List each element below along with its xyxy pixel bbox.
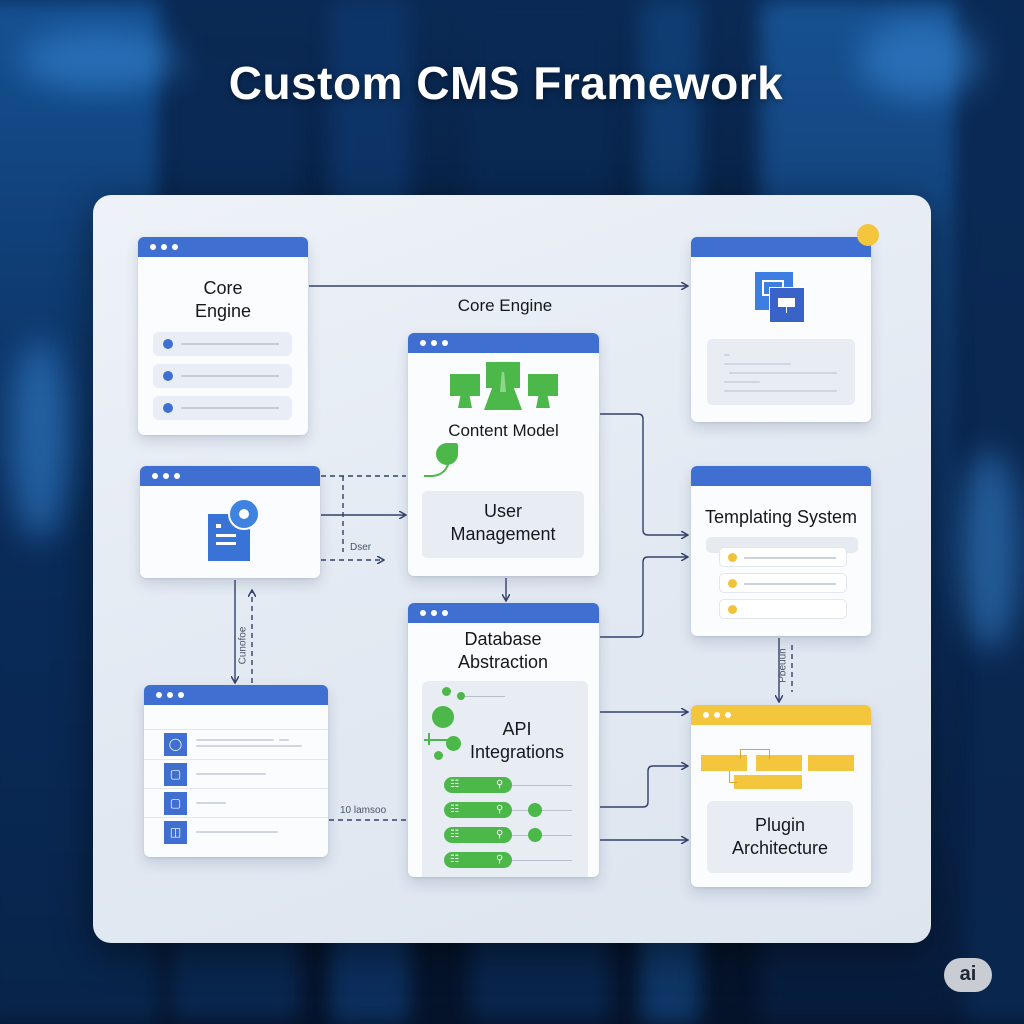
templating-system-card[interactable]: Templating System	[691, 466, 871, 636]
window-titlebar	[691, 466, 871, 486]
list-item[interactable]: ◫	[144, 817, 328, 847]
leaf-icon	[422, 443, 466, 479]
document-gear-icon	[208, 498, 260, 561]
overlapping-windows-icon	[755, 272, 807, 324]
templating-system-title: Templating System	[704, 507, 858, 527]
user-management-box[interactable]: User Management	[422, 491, 584, 558]
user-management-title: User Management	[450, 501, 556, 544]
database-abstraction-card[interactable]: Database Abstraction API Integrations ☷ ⚲…	[408, 603, 599, 877]
users-list-card[interactable]: ◯ ▢ ▢ ◫	[144, 685, 328, 857]
template-item	[719, 573, 847, 593]
network-icon: ☷	[450, 854, 459, 865]
edge-label: Dser	[350, 542, 372, 553]
window-titlebar	[408, 333, 599, 353]
database-abstraction-title: Database Abstraction	[457, 629, 549, 672]
bulb-icon: ⚲	[496, 804, 504, 815]
devices-icon: ◫	[164, 821, 187, 844]
content-model-title: Content Model	[448, 421, 559, 440]
network-icon: ☷	[450, 804, 459, 815]
api-integrations-box[interactable]: API Integrations ☷ ⚲ ☷ ⚲ ☷ ⚲ ☷ ⚲	[422, 681, 588, 877]
bullet-icon	[728, 605, 737, 614]
bullet-icon	[163, 339, 173, 349]
network-icon: ☷	[450, 829, 459, 840]
edge-label: 10 lamsoo	[340, 805, 387, 816]
plugin-architecture-card[interactable]: Plugin Architecture	[691, 705, 871, 887]
ai-watermark-badge: ai	[944, 958, 992, 992]
list-item	[153, 396, 292, 420]
window-titlebar	[691, 705, 871, 725]
list-item[interactable]: ▢	[144, 759, 328, 789]
plugin-architecture-box: Plugin Architecture	[707, 801, 853, 873]
notification-dot	[857, 224, 879, 246]
bullet-icon	[163, 371, 173, 381]
list-item[interactable]: ▢	[144, 788, 328, 818]
list-item	[153, 332, 292, 356]
api-integrations-title: API Integrations	[469, 719, 565, 762]
monitor-icon: ▢	[164, 792, 187, 815]
bullet-icon	[728, 553, 737, 562]
bulb-icon: ⚲	[496, 829, 504, 840]
content-model-card[interactable]: Content Model User Management	[408, 333, 599, 576]
edge-label: Pbeuun	[777, 648, 789, 683]
window-titlebar	[140, 466, 320, 486]
content-preview	[707, 339, 855, 405]
core-engine-title: Core Engine	[194, 278, 252, 321]
core-engine-label: Core Engine	[457, 296, 553, 315]
monitor-icon: ▢	[164, 763, 187, 786]
bulb-icon: ⚲	[496, 854, 504, 865]
core-engine-card[interactable]: Core Engine	[138, 237, 308, 435]
bullet-icon	[163, 403, 173, 413]
window-titlebar	[408, 603, 599, 623]
bulb-icon: ⚲	[496, 779, 504, 790]
list-item	[153, 364, 292, 388]
window-titlebar	[691, 237, 871, 257]
network-icon: ☷	[450, 779, 459, 790]
edge-label: Cunofoe	[237, 626, 249, 665]
plugin-architecture-title: Plugin Architecture	[731, 815, 829, 858]
template-item	[719, 547, 847, 567]
page-title: Custom CMS Framework	[228, 57, 784, 109]
shield-icon: ◯	[164, 733, 187, 756]
window-titlebar	[144, 685, 328, 705]
media-card[interactable]	[691, 237, 871, 422]
window-titlebar	[138, 237, 308, 257]
list-item[interactable]: ◯	[144, 729, 328, 759]
document-card[interactable]	[140, 466, 320, 578]
bullet-icon	[728, 579, 737, 588]
network-monitors-icon	[450, 362, 560, 410]
template-item	[719, 599, 847, 619]
